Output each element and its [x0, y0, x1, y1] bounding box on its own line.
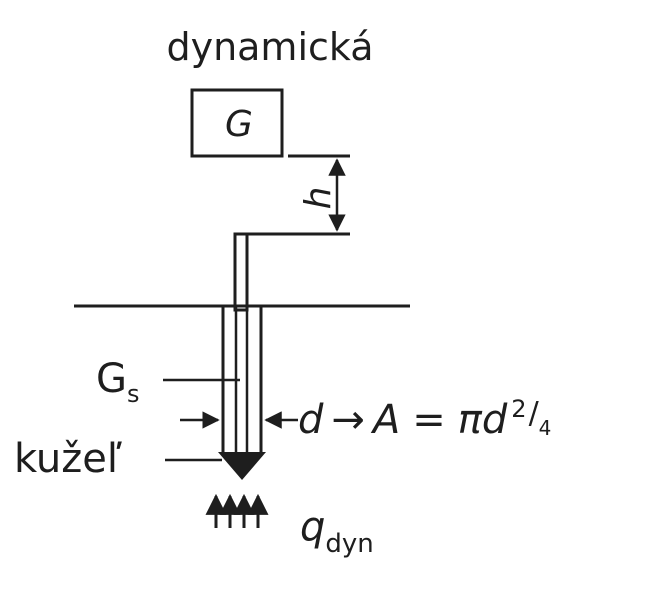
rod-weight-label: Gs: [96, 356, 140, 408]
resistance-subscript: dyn: [325, 529, 373, 559]
title-label: dynamická: [166, 25, 373, 69]
drop-weight-box: [190, 88, 284, 158]
anvil-rod-top: [233, 232, 249, 312]
cone-label: kužeľ: [14, 436, 122, 482]
resistance-arrows: [205, 493, 269, 528]
resistance-label: qdyn: [300, 504, 374, 559]
rod-weight-subscript: s: [127, 380, 140, 408]
weight-label: G: [225, 104, 253, 145]
height-label: h: [298, 187, 339, 210]
cone-tip: [218, 452, 266, 480]
